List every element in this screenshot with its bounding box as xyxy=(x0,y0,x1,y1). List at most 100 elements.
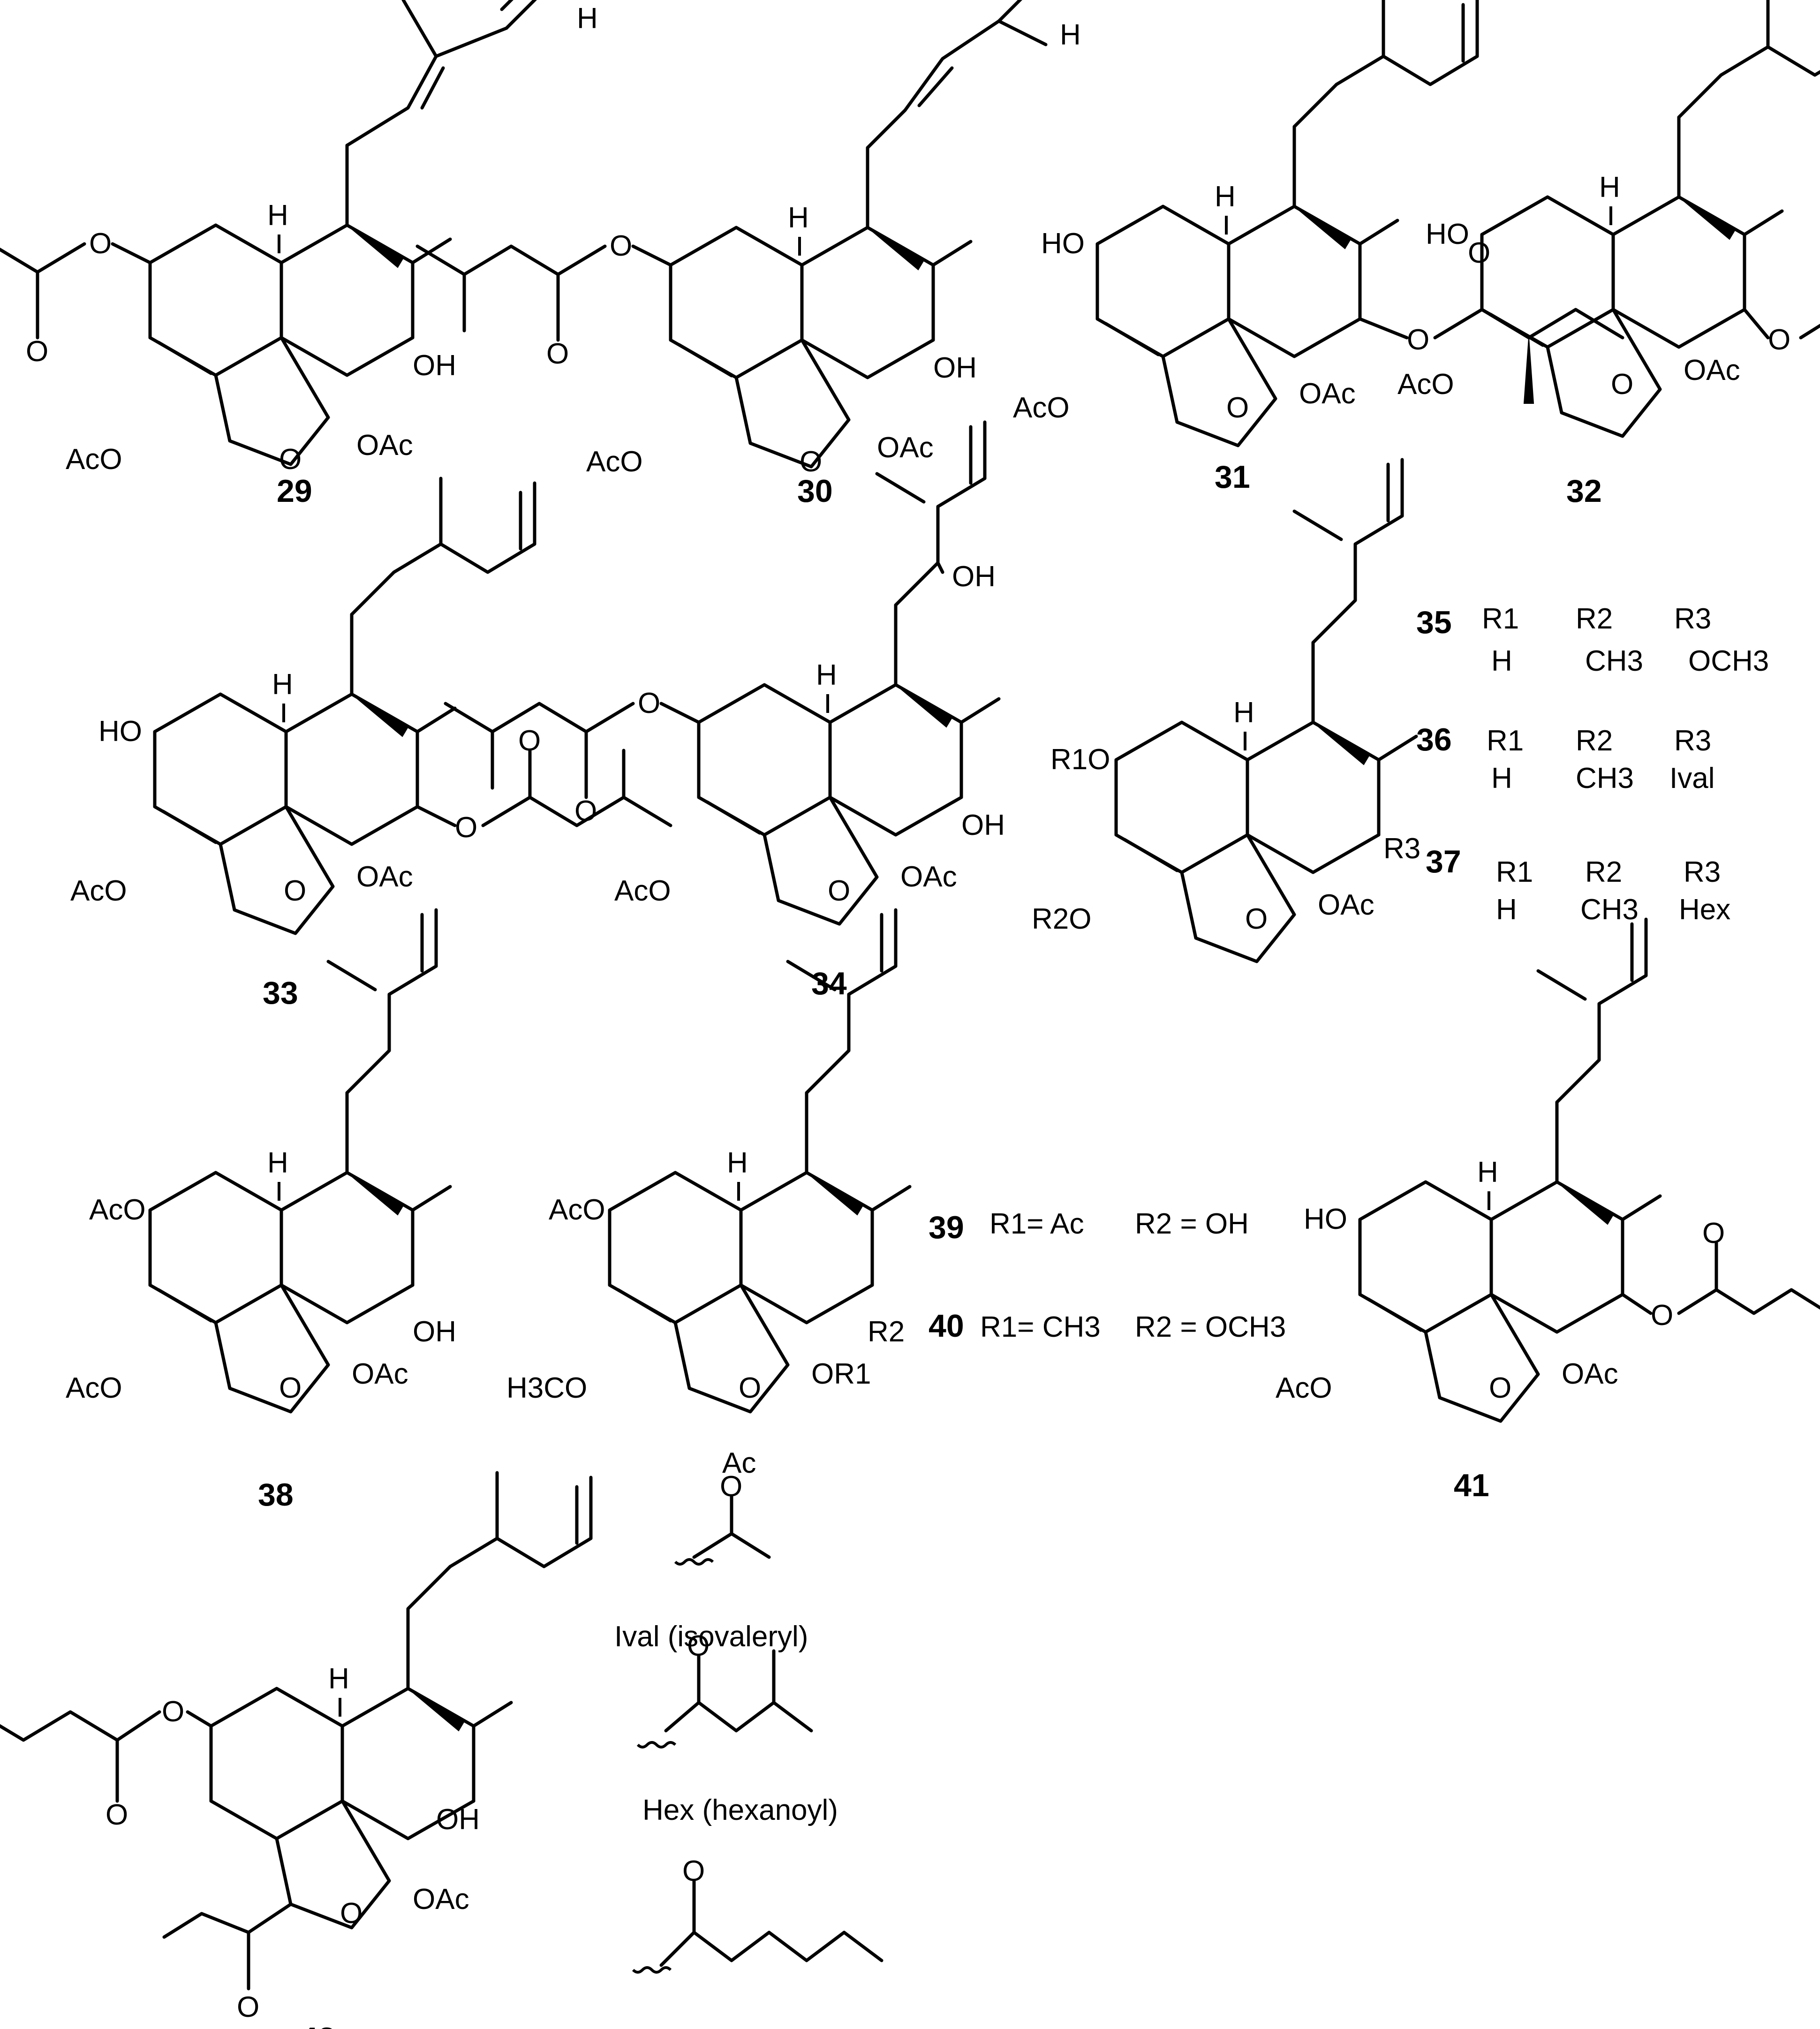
acetoxy-right: OAc xyxy=(1299,378,1356,410)
svg-text:OCH3: OCH3 xyxy=(1688,645,1769,677)
or1-substituent: OR1 xyxy=(811,1358,871,1390)
furan-oxygen: O xyxy=(279,443,302,476)
svg-text:R1= Ac: R1= Ac xyxy=(989,1208,1084,1240)
compound-number-41: 41 xyxy=(1454,1468,1489,1503)
structure-41: HO H O O AcO O OAc 41 xyxy=(1276,917,1820,1503)
ester-oxygen: O xyxy=(162,1696,184,1728)
acetoxy-right: OAc xyxy=(1684,354,1740,386)
svg-text:R2 = OH: R2 = OH xyxy=(1135,1208,1249,1240)
svg-text:H: H xyxy=(1496,893,1517,926)
acetoxy-c2: AcO xyxy=(549,1194,605,1226)
structure-39-40: AcO H R2 H3CO O OR1 xyxy=(506,908,910,1412)
hydroxyl: OH xyxy=(413,349,456,382)
svg-text:R1= CH3: R1= CH3 xyxy=(980,1311,1101,1343)
ester-oxygen: O xyxy=(638,687,660,719)
ring-fusion-h: H xyxy=(1215,181,1236,213)
hydroxyl: OH xyxy=(413,1316,456,1348)
row-39: 39 R1= Ac R2 = OH xyxy=(929,1208,1249,1245)
ester-oxygen: O xyxy=(1651,1299,1673,1332)
table-row-37: 37 R1 R2 R3 H CH3 Hex xyxy=(1426,844,1730,926)
compound-number-30: 30 xyxy=(797,473,833,509)
substituent-list-39-40: 39 R1= Ac R2 = OH 40 R1= CH3 R2 = OCH3 xyxy=(929,1208,1286,1344)
structure-42: O O H OH O OAc O 42 xyxy=(0,1473,591,2029)
acetoxy-right: OAc xyxy=(413,1883,469,1915)
aldehyde-h: H xyxy=(577,2,598,35)
acetoxy-right: OAc xyxy=(877,432,934,464)
acetoxy-left: AcO xyxy=(614,875,671,907)
svg-text:O: O xyxy=(682,1855,705,1887)
ring-fusion-h: H xyxy=(788,202,809,234)
acetoxy-left: AcO xyxy=(66,1372,122,1404)
ketone-oxygen: O xyxy=(237,1991,259,2023)
ester-oxygen: O xyxy=(89,227,112,260)
carbonyl-oxygen: O xyxy=(26,335,48,368)
ester-oxygen: O xyxy=(1768,324,1790,356)
acetoxy-right: OAc xyxy=(1562,1358,1618,1390)
svg-text:Ival: Ival xyxy=(1669,762,1714,795)
row-40: 40 R1= CH3 R2 = OCH3 xyxy=(929,1308,1286,1344)
r3-substituent: R3 xyxy=(1383,833,1420,865)
svg-text:R3: R3 xyxy=(1674,725,1711,757)
furan-oxygen: O xyxy=(1245,903,1268,935)
r1-oxy: R1O xyxy=(1050,743,1110,776)
svg-text:CH3: CH3 xyxy=(1585,645,1643,677)
legend-ac-label: Ac xyxy=(722,1447,756,1479)
ring-fusion-h: H xyxy=(267,199,288,232)
ring-fusion-h: H xyxy=(1233,697,1254,729)
ring-fusion-h: H xyxy=(272,668,293,701)
acetoxy-left: AcO xyxy=(66,443,122,476)
acetyl-fragment: O xyxy=(674,1470,771,1566)
ring-fusion-h: H xyxy=(727,1147,748,1179)
structure-35-37: R1O H R3 R2O O OAc xyxy=(1032,458,1420,962)
structure-31: HO H O O AcO O OAc 31 xyxy=(1013,0,1624,495)
compound-number-32: 32 xyxy=(1566,473,1602,509)
furan-oxygen: O xyxy=(828,875,850,907)
acetoxy-right: OAc xyxy=(1318,889,1374,921)
furan-oxygen: O xyxy=(284,875,306,907)
acetoxy-left: AcO xyxy=(1276,1372,1332,1404)
acetoxy-left: AcO xyxy=(1013,392,1070,424)
structure-34: OH O O H OH AcO O OAc 34 xyxy=(444,420,1005,1001)
furan-oxygen: O xyxy=(340,1897,362,1930)
furan-oxygen: O xyxy=(279,1372,302,1404)
compound-number-31: 31 xyxy=(1215,459,1250,495)
acetoxy-c2: AcO xyxy=(89,1194,146,1226)
structure-29: O O H OH AcO O OAc O H 29 xyxy=(0,0,598,509)
svg-text:O: O xyxy=(687,1630,710,1662)
svg-text:39: 39 xyxy=(929,1210,964,1245)
legend-ival-label: Ival (isovaleryl) xyxy=(614,1620,808,1653)
hydroxyl-c2: HO xyxy=(1304,1203,1347,1235)
ester-oxygen: O xyxy=(455,811,477,844)
svg-text:CH3: CH3 xyxy=(1576,762,1634,795)
ester-oxygen: O xyxy=(1407,324,1429,356)
compound-number-42: 42 xyxy=(300,2021,336,2029)
svg-text:35: 35 xyxy=(1416,605,1452,640)
hydroxyl-c2: HO xyxy=(1426,218,1469,250)
table-row-35: 35 R1 R2 R3 H CH3 OCH3 xyxy=(1416,603,1769,677)
r2-oxy: R2O xyxy=(1032,903,1091,935)
carbonyl-oxygen: O xyxy=(574,795,597,827)
structure-33: HO H O O AcO O OAc 33 xyxy=(70,478,672,1011)
acetoxy-right: OAc xyxy=(352,1358,408,1390)
acetoxy-right: OAc xyxy=(356,429,413,462)
ring-fusion-h: H xyxy=(267,1147,288,1179)
hydroxyl-c2: HO xyxy=(1041,227,1085,260)
ring-fusion-h: H xyxy=(1599,171,1620,204)
svg-text:Hex: Hex xyxy=(1679,893,1730,926)
acetoxy-left: AcO xyxy=(1397,368,1454,401)
svg-text:R2 = OCH3: R2 = OCH3 xyxy=(1135,1311,1286,1343)
structure-38: AcO H OH AcO O OAc 38 xyxy=(66,908,456,1513)
hydroxyl: OH xyxy=(961,809,1005,841)
legend: Ac O Ival (isovaleryl) O Hex (hexanoyl) … xyxy=(614,1447,884,1974)
svg-text:O: O xyxy=(720,1470,742,1503)
furan-oxygen: O xyxy=(739,1372,761,1404)
furan-oxygen: O xyxy=(1489,1372,1511,1404)
compound-number-29: 29 xyxy=(277,473,312,509)
svg-text:H: H xyxy=(1491,762,1512,795)
r2-substituent: R2 xyxy=(868,1316,905,1348)
carbonyl-oxygen: O xyxy=(1702,1217,1725,1249)
compound-number-38: 38 xyxy=(258,1477,294,1513)
compound-number-33: 33 xyxy=(263,975,298,1011)
carbonyl-oxygen: O xyxy=(518,725,541,757)
